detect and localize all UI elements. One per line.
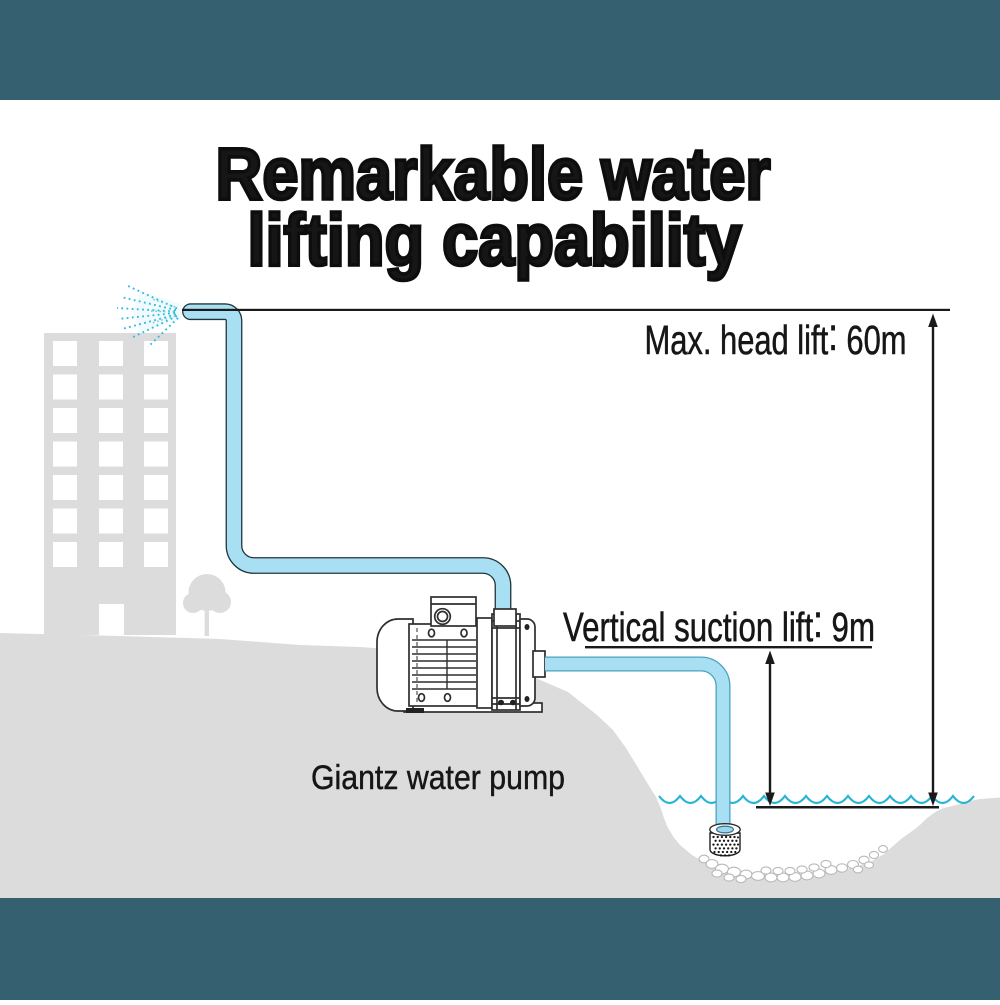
svg-text:Giantz water pump: Giantz water pump: [311, 759, 565, 797]
svg-text:Vertical suction lift: 9m: Vertical suction lift: 9m: [563, 595, 875, 651]
svg-text:Remarkable water: Remarkable water: [216, 132, 771, 215]
svg-text:lifting capability: lifting capability: [248, 198, 742, 281]
svg-text:Max. head lift: 60m: Max. head lift: 60m: [645, 308, 907, 364]
